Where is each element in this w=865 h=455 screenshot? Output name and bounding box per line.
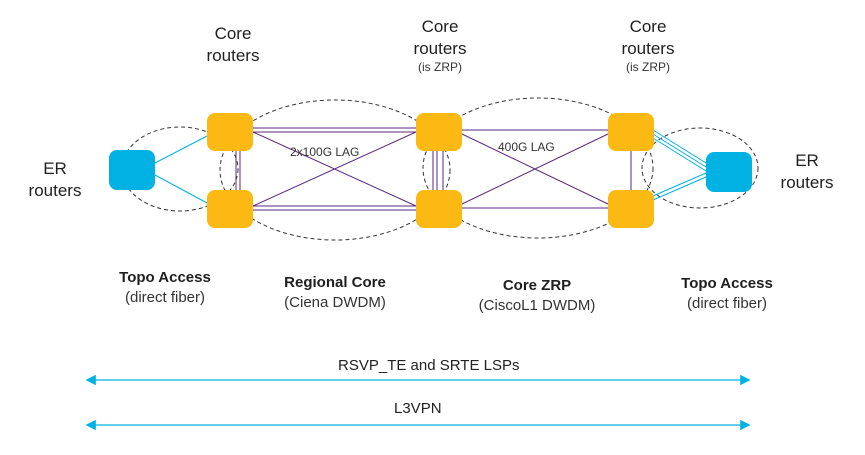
core-router-mid-top [416,113,462,151]
core-routers-left-label: Core routers [206,24,260,65]
domain-outline-core-zrp [422,97,654,239]
domain-label-core-zrp: Core ZRP (CiscoL1 DWDM) [478,277,596,314]
core-routers-right-label: Core routers (is ZRP) [621,17,675,74]
er-router-left [109,150,155,190]
core-router-mid-bottom [416,190,462,228]
regional-lag-label: 2x100G LAG [290,145,360,159]
lsp-span-label: RSVP_TE and SRTE LSPs [338,357,520,374]
core-router-left-top [207,113,253,151]
zrp-lag-label: 400G LAG [498,140,555,154]
er-routers-right-label: ER routers [780,151,834,192]
domain-label-access-right: Topo Access (direct fiber) [681,275,773,312]
domain-label-access-left: Topo Access (direct fiber) [119,269,211,306]
core-router-right-bottom [608,190,654,228]
er-routers-left-label: ER routers [28,159,82,200]
domain-outline-access-right [641,127,759,209]
er-router-right [706,152,752,192]
core-router-left-bottom [207,190,253,228]
access-links-right [652,129,707,201]
domain-label-regional-core: Regional Core (Ciena DWDM) [284,274,386,311]
access-links-left [154,135,208,204]
l3vpn-span-label: L3VPN [394,400,442,417]
core-links [235,127,632,211]
core-routers-mid-label: Core routers (is ZRP) [413,17,467,74]
domain-outline-regional-core [219,99,451,241]
core-router-right-top [608,113,654,151]
